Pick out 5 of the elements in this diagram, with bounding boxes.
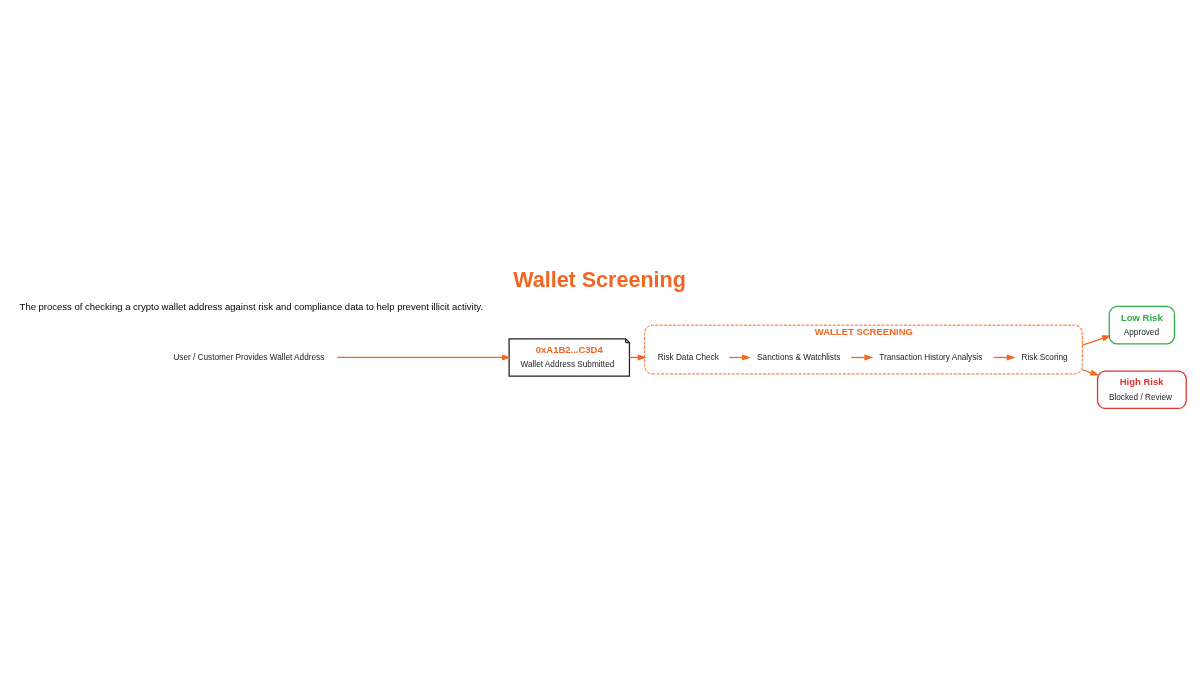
arrow xyxy=(1081,334,1112,346)
arrow xyxy=(1081,368,1100,376)
arrow xyxy=(336,353,511,361)
diagram-title: Wallet Screening xyxy=(513,267,686,292)
label: The process of checking a crypto wallet address against risk and compliance data to help prevent illicit activity. xyxy=(19,300,484,312)
